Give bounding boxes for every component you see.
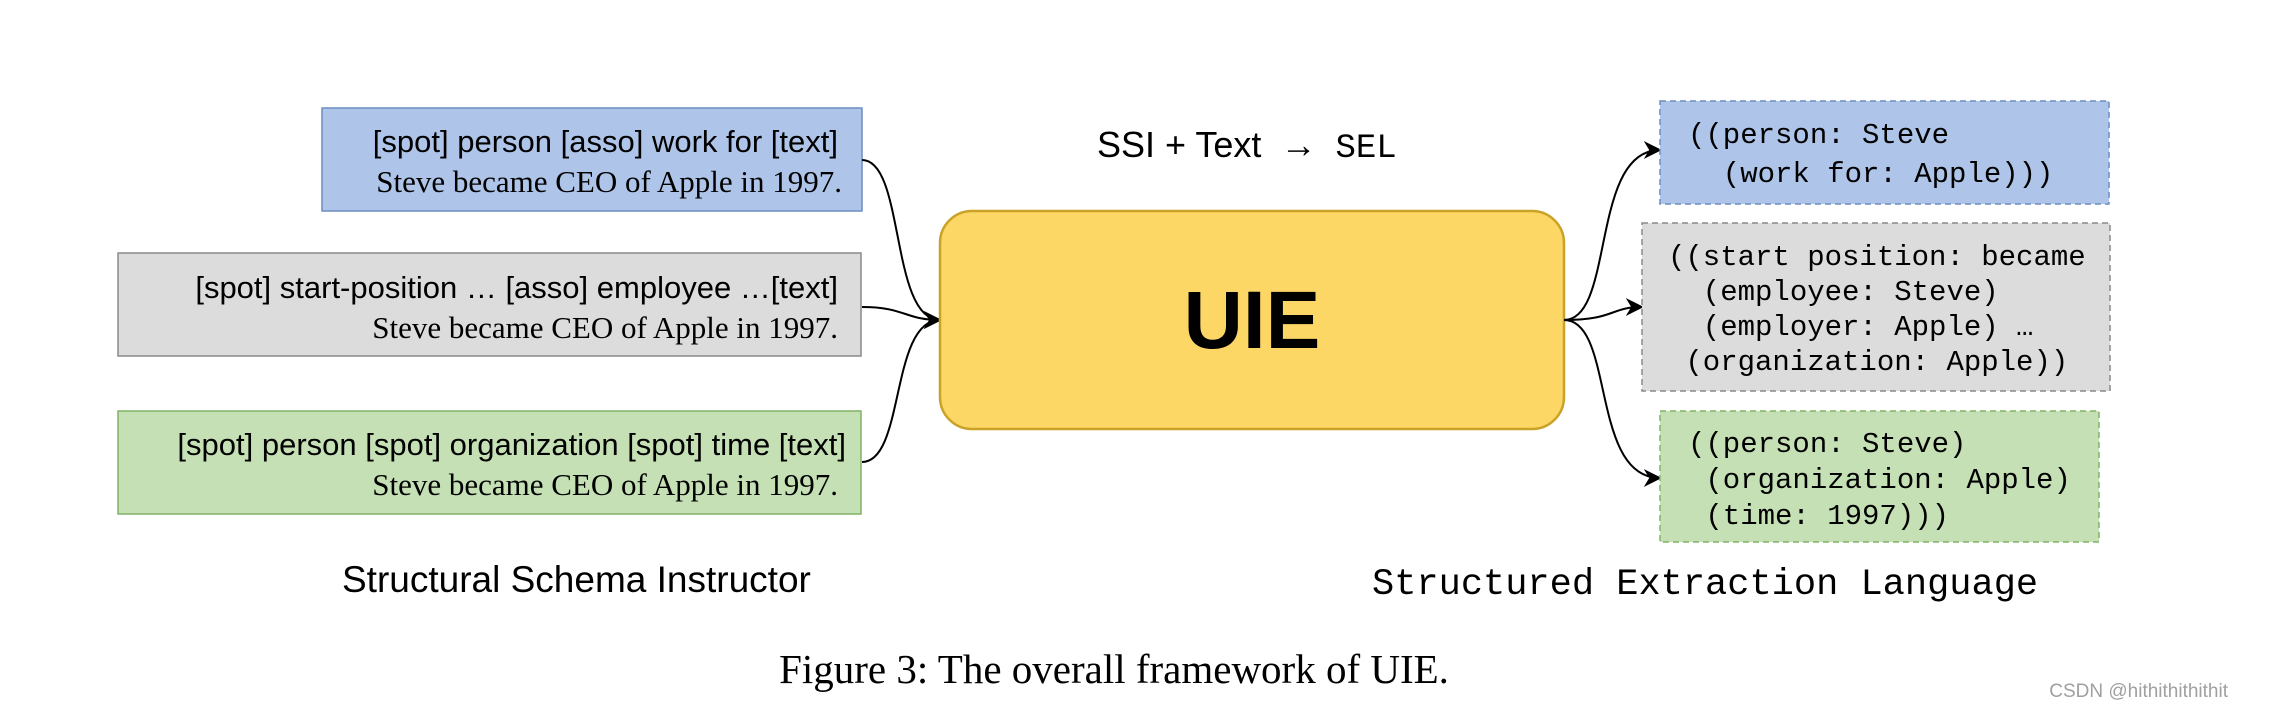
connector-uie-to-output-1: [1563, 141, 1662, 321]
figure-caption: Figure 3: The overall framework of UIE.: [779, 646, 1449, 692]
input-box-3-rect: [117, 410, 862, 515]
output-3-line-1: ((person: Steve): [1688, 428, 1966, 461]
output-box-2-rect: [1641, 222, 2111, 392]
input-1-text: Steve became CEO of Apple in 1997.: [376, 164, 842, 199]
input-3-schema: [spot] person [spot] organization [spot]…: [177, 427, 846, 462]
right-caption: Structured Extraction Language: [1372, 564, 2038, 606]
connector-uie-to-output-3: [1563, 319, 1662, 487]
left-caption: Structural Schema Instructor: [342, 559, 811, 600]
input-1-schema: [spot] person [asso] work for [text]: [373, 124, 838, 159]
input-box-2-rect: [117, 252, 862, 357]
formula-ssi-text-sel: SSI + Text → SEL: [1097, 124, 1397, 168]
input-box-start-position: [spot] start-position … [asso] employee …: [117, 252, 862, 357]
output-3-line-3: (time: 1997))): [1688, 500, 1949, 533]
output-1-line-2: (work for: Apple))): [1688, 158, 2053, 191]
connector-input-1-to-uie: [861, 159, 942, 329]
output-2-line-2: (employee: Steve): [1668, 276, 1999, 309]
output-box-1-rect: [1659, 100, 2110, 205]
output-box-3-rect: [1659, 410, 2100, 543]
connector-input-2-to-uie: [861, 306, 942, 329]
input-2-schema: [spot] start-position … [asso] employee …: [195, 270, 838, 305]
output-1-line-1: ((person: Steve: [1688, 119, 1949, 152]
input-box-person-organization-time: [spot] person [spot] organization [spot]…: [117, 410, 862, 515]
uie-label: UIE: [1184, 275, 1321, 366]
output-3-line-2: (organization: Apple): [1688, 464, 2071, 497]
connector-input-3-to-uie: [861, 311, 942, 463]
input-box-1-rect: [321, 107, 863, 212]
formula-lhs: SSI + Text → SEL: [1097, 124, 1397, 168]
input-box-work-for: [spot] person [asso] work for [text] Ste…: [321, 107, 863, 212]
output-2-line-4: (organization: Apple)): [1668, 346, 2068, 379]
formula-rhs: SEL: [1335, 130, 1396, 168]
uie-center-box: UIE: [938, 209, 1566, 431]
connector-uie-to-output-2: [1563, 298, 1644, 321]
input-2-text: Steve became CEO of Apple in 1997.: [372, 310, 838, 345]
output-box-work-for: ((person: Steve (work for: Apple))): [1659, 100, 2110, 205]
formula-arrow: →: [1280, 125, 1316, 165]
output-box-start-position: ((start position: became (employee: Stev…: [1641, 222, 2111, 392]
watermark: CSDN @hithithithithit: [2049, 681, 2228, 702]
formula-lhs-text: SSI + Text: [1097, 124, 1261, 165]
output-2-line-1: ((start position: became: [1668, 241, 2086, 274]
output-2-line-3: (employer: Apple) …: [1668, 311, 2033, 344]
output-box-person-organization-time: ((person: Steve) (organization: Apple) (…: [1659, 410, 2100, 543]
input-3-text: Steve became CEO of Apple in 1997.: [372, 467, 838, 502]
